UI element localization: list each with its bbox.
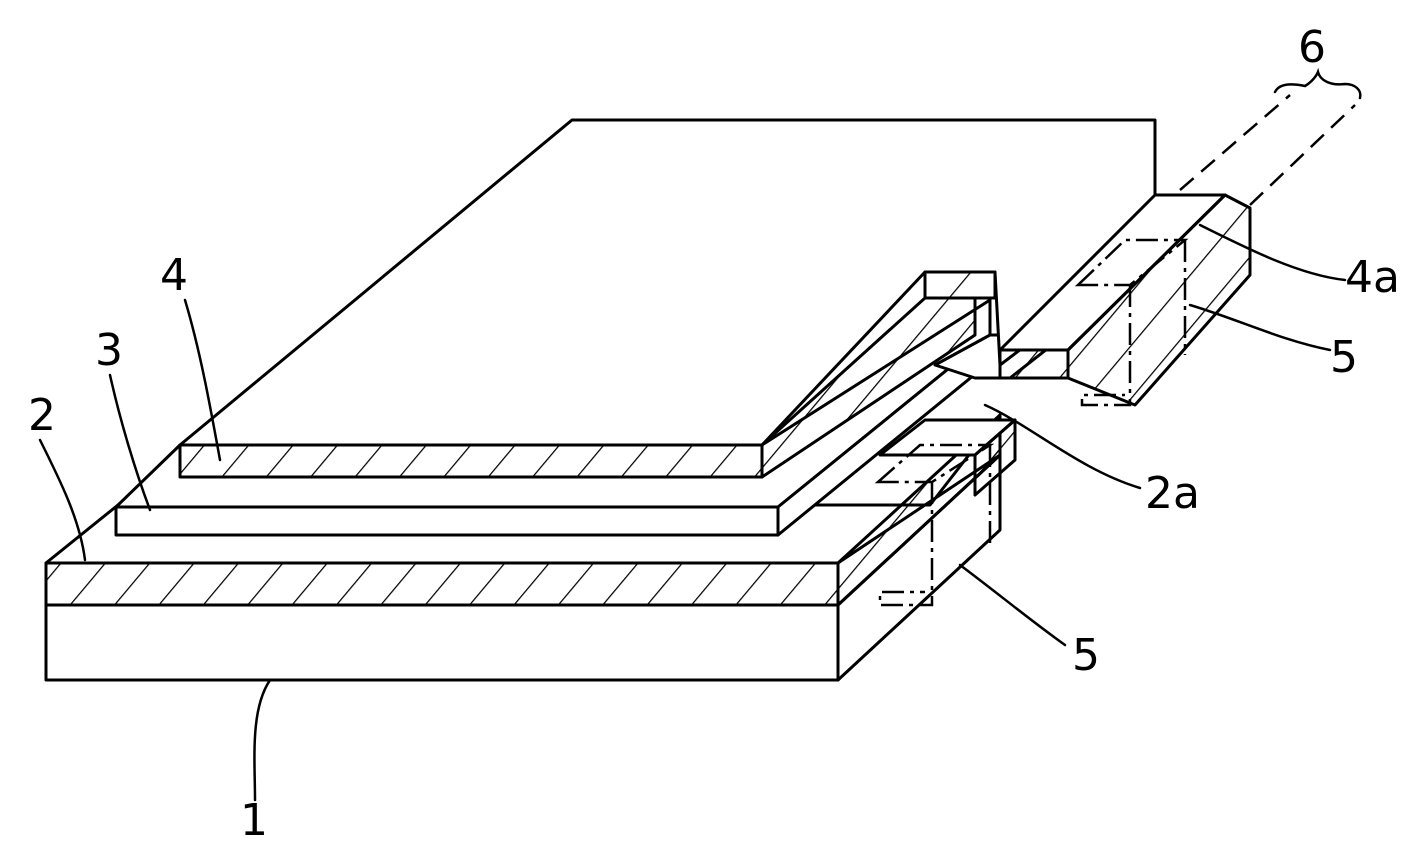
upper-electrode-layer bbox=[178, 118, 1227, 479]
leader-5-upper bbox=[1188, 303, 1332, 352]
via-lower-sides bbox=[878, 482, 934, 607]
upper-electrode-tab-front bbox=[923, 270, 997, 300]
leader-1 bbox=[253, 678, 272, 802]
upper-terminal-4a bbox=[998, 193, 1252, 407]
group-brace bbox=[1273, 67, 1362, 100]
substrate-layer bbox=[44, 453, 1002, 682]
lower-electrode-front-face bbox=[44, 561, 840, 607]
label-terminal-4a: 4a bbox=[1345, 252, 1400, 303]
upper-terminal-front bbox=[998, 348, 1070, 380]
leader-2a bbox=[983, 403, 1142, 490]
label-terminal-2a: 2a bbox=[1145, 468, 1200, 519]
lead-line-left bbox=[1179, 94, 1291, 191]
upper-terminal-right-face bbox=[1066, 193, 1252, 407]
label-dielectric: 3 bbox=[95, 325, 123, 376]
via-upper-sides bbox=[1080, 285, 1132, 407]
dielectric-front-face bbox=[114, 505, 780, 537]
label-substrate: 1 bbox=[240, 795, 268, 846]
label-upper-electrode: 4 bbox=[160, 250, 188, 301]
upper-electrode-right-face bbox=[760, 296, 977, 479]
leader-4 bbox=[183, 298, 222, 462]
terminal-group-lines bbox=[1179, 67, 1362, 206]
labels: 1 2 3 4 2a 4a 5 5 6 bbox=[28, 22, 1400, 846]
label-via-upper: 5 bbox=[1330, 332, 1358, 383]
substrate-front-face bbox=[44, 603, 840, 682]
leader-3 bbox=[108, 373, 152, 512]
label-terminal-group: 6 bbox=[1298, 22, 1326, 73]
leader-2 bbox=[38, 438, 87, 562]
leader-lines bbox=[38, 223, 1347, 802]
lead-line-right bbox=[1249, 104, 1356, 206]
lower-terminal-right-face bbox=[973, 418, 1017, 497]
leader-5-lower bbox=[958, 563, 1067, 647]
leader-4a bbox=[1198, 223, 1347, 282]
via-lower-outline bbox=[874, 443, 995, 607]
via-upper-outline bbox=[1074, 238, 1189, 407]
label-via-lower: 5 bbox=[1072, 630, 1100, 681]
label-lower-electrode: 2 bbox=[28, 390, 56, 441]
upper-electrode-front-face bbox=[178, 443, 764, 479]
